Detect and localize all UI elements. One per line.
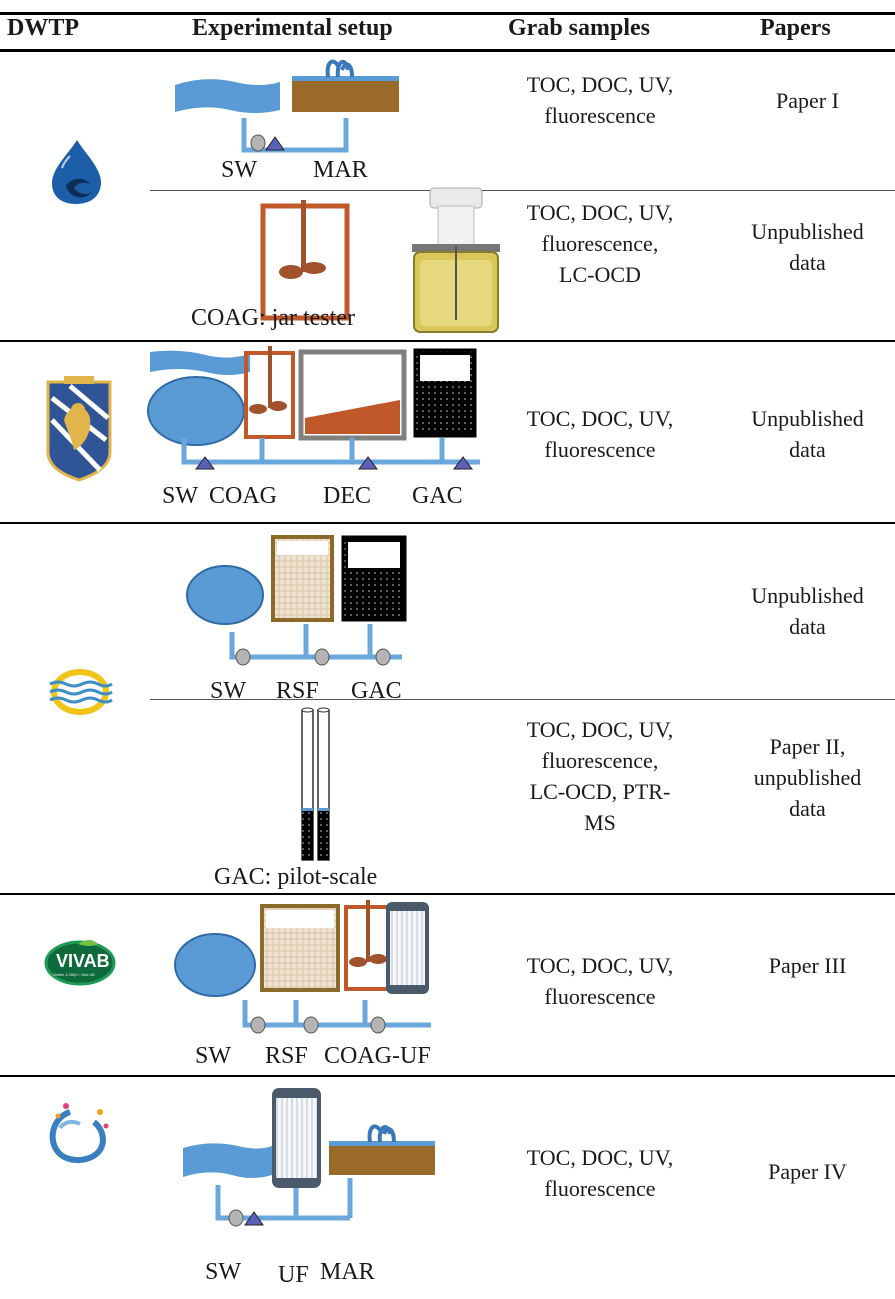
vivab-logo xyxy=(44,940,116,986)
group-divider xyxy=(0,1075,895,1077)
papers-line: Paper I xyxy=(776,88,839,113)
vivab-logo-text: VIVAB xyxy=(56,951,110,971)
papers-line: Unpublished xyxy=(751,219,864,244)
setup-label-sw: SW xyxy=(195,1043,231,1069)
papers-line: Paper III xyxy=(768,953,847,978)
setup-label-sw: SW xyxy=(221,157,257,183)
grab-samples-cell: TOC, DOC, UV, fluorescence xyxy=(480,1142,720,1204)
setup-label-mar: MAR xyxy=(320,1259,375,1285)
papers-line: Unpublished xyxy=(751,406,864,431)
grab-samples-line: fluorescence xyxy=(544,1176,656,1201)
grab-samples-line: TOC, DOC, UV, xyxy=(526,406,674,431)
setup-label-gac-pilot-scale: GAC: pilot-scale xyxy=(214,864,378,890)
papers-cell: Unpublished data xyxy=(720,580,895,642)
vivab-logo-subtext: Vatten & Miljö i Väst AB xyxy=(53,972,95,977)
header-papers: Papers xyxy=(760,15,831,41)
papers-cell: Paper I xyxy=(720,85,895,116)
grab-samples-line: TOC, DOC, UV, xyxy=(526,72,674,97)
grab-samples-line: LC-OCD xyxy=(559,262,641,287)
group-divider xyxy=(0,893,895,895)
grab-samples-line: fluorescence, xyxy=(541,748,659,773)
papers-line: data xyxy=(789,437,826,462)
papers-cell: Paper II, unpublished data xyxy=(720,731,895,824)
diagram-row-7 xyxy=(183,1088,435,1227)
diagram-row-5 xyxy=(301,707,330,861)
diagram-row-2 xyxy=(260,187,500,333)
grab-samples-line: TOC, DOC, UV, xyxy=(526,1145,674,1170)
setup-label-sw: SW xyxy=(162,483,198,509)
water-drop-logo xyxy=(52,140,101,204)
diagram-row-4 xyxy=(186,535,407,666)
blue-yellow-wave-ring-logo xyxy=(49,669,113,715)
grab-samples-line: fluorescence xyxy=(544,984,656,1009)
papers-cell: Paper III xyxy=(720,950,895,981)
setup-label-dec: DEC xyxy=(323,483,371,509)
papers-cell: Unpublished data xyxy=(720,403,895,465)
setup-label-uf: UF xyxy=(278,1262,309,1288)
header-dwtp: DWTP xyxy=(7,15,79,41)
grab-samples-line: fluorescence xyxy=(544,103,656,128)
blue-swirl-ring-logo xyxy=(49,1103,109,1163)
papers-line: data xyxy=(789,250,826,275)
grab-samples-cell: TOC, DOC, UV, fluorescence xyxy=(480,69,720,131)
grab-samples-cell: TOC, DOC, UV, fluorescence xyxy=(480,950,720,1012)
setup-label-sw: SW xyxy=(210,678,246,704)
group-divider xyxy=(0,340,895,342)
grab-samples-line: TOC, DOC, UV, xyxy=(526,953,674,978)
setup-label-mar: MAR xyxy=(313,157,368,183)
papers-line: data xyxy=(789,796,826,821)
grab-samples-cell: TOC, DOC, UV, fluorescence, LC-OCD xyxy=(480,197,720,290)
header-grab-samples: Grab samples xyxy=(508,15,651,41)
coat-of-arms-lion-logo xyxy=(46,376,112,482)
setup-label-gac: GAC xyxy=(412,483,463,509)
header-experimental-setup: Experimental setup xyxy=(192,15,393,41)
papers-line: unpublished xyxy=(753,765,862,790)
setup-label-coag-jar-tester: COAG: jar tester xyxy=(191,305,355,331)
setup-label-sw: SW xyxy=(205,1259,241,1285)
row-divider-partial xyxy=(150,699,895,700)
setup-label-gac: GAC xyxy=(351,678,402,704)
papers-cell: Paper IV xyxy=(720,1156,895,1187)
grab-samples-line: LC-OCD, PTR- xyxy=(529,779,671,804)
setup-label-rsf: RSF xyxy=(276,678,319,704)
diagram-row-1 xyxy=(175,59,399,153)
diagram-row-6 xyxy=(174,900,431,1034)
grab-samples-line: TOC, DOC, UV, xyxy=(526,717,674,742)
papers-line: Unpublished xyxy=(751,583,864,608)
papers-line: data xyxy=(789,614,826,639)
row-divider-partial xyxy=(150,190,895,191)
grab-samples-cell: TOC, DOC, UV, fluorescence xyxy=(480,403,720,465)
grab-samples-line: fluorescence xyxy=(544,437,656,462)
grab-samples-line: fluorescence, xyxy=(541,231,659,256)
setup-label-coag: COAG xyxy=(209,483,278,509)
grab-samples-line: TOC, DOC, UV, xyxy=(526,200,674,225)
papers-line: Paper IV xyxy=(768,1159,847,1184)
papers-cell: Unpublished data xyxy=(720,216,895,278)
setup-label-coag-uf: COAG-UF xyxy=(324,1043,431,1069)
header-bottom-rule xyxy=(0,49,895,52)
papers-line: Paper II, xyxy=(769,734,846,759)
diagram-row-3 xyxy=(147,346,480,470)
grab-samples-line: MS xyxy=(584,810,616,835)
table-top-rule xyxy=(0,12,895,15)
setup-label-rsf: RSF xyxy=(265,1043,308,1069)
group-divider xyxy=(0,522,895,524)
grab-samples-cell: TOC, DOC, UV, fluorescence, LC-OCD, PTR-… xyxy=(480,714,720,838)
